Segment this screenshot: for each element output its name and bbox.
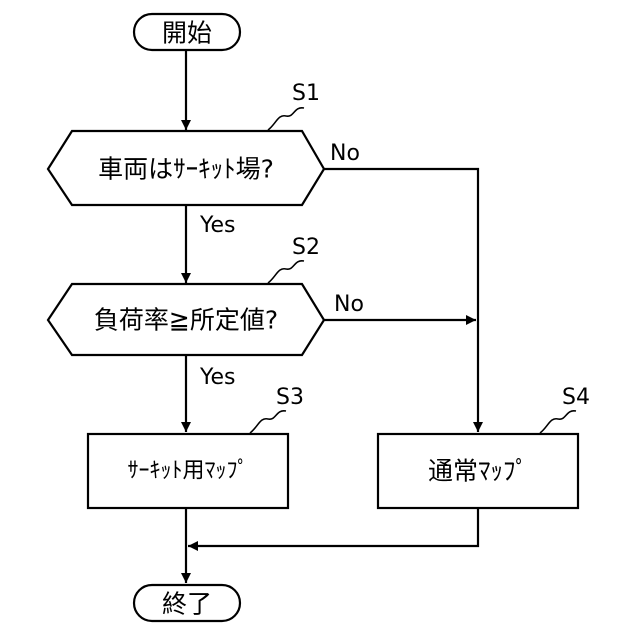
edge-s4-merge xyxy=(188,508,478,546)
step-s3-leader xyxy=(250,411,286,433)
step-s2-label: S2 xyxy=(292,235,320,260)
step-s3-label: S3 xyxy=(276,385,304,410)
end-label: 終了 xyxy=(162,590,212,619)
decision-s1-label: 車両はｻｰｷｯﾄ場? xyxy=(98,155,274,184)
step-s4-label: S4 xyxy=(562,385,590,410)
step-s1-label: S1 xyxy=(292,81,320,106)
s1-yes-label: Yes xyxy=(199,213,236,238)
s2-no-label: No xyxy=(334,292,364,317)
step-s2-leader xyxy=(268,261,304,283)
process-s4-label: 通常ﾏｯﾌﾟ xyxy=(428,457,528,486)
process-s3-label: ｻｰｷｯﾄ用ﾏｯﾌﾟ xyxy=(127,459,248,484)
s2-yes-label: Yes xyxy=(199,365,236,390)
step-s4-leader xyxy=(540,411,576,433)
start-label: 開始 xyxy=(162,19,212,48)
step-s1-leader xyxy=(268,108,304,130)
s1-no-label: No xyxy=(330,141,360,166)
decision-s2-label: 負荷率≧所定値? xyxy=(94,306,278,335)
